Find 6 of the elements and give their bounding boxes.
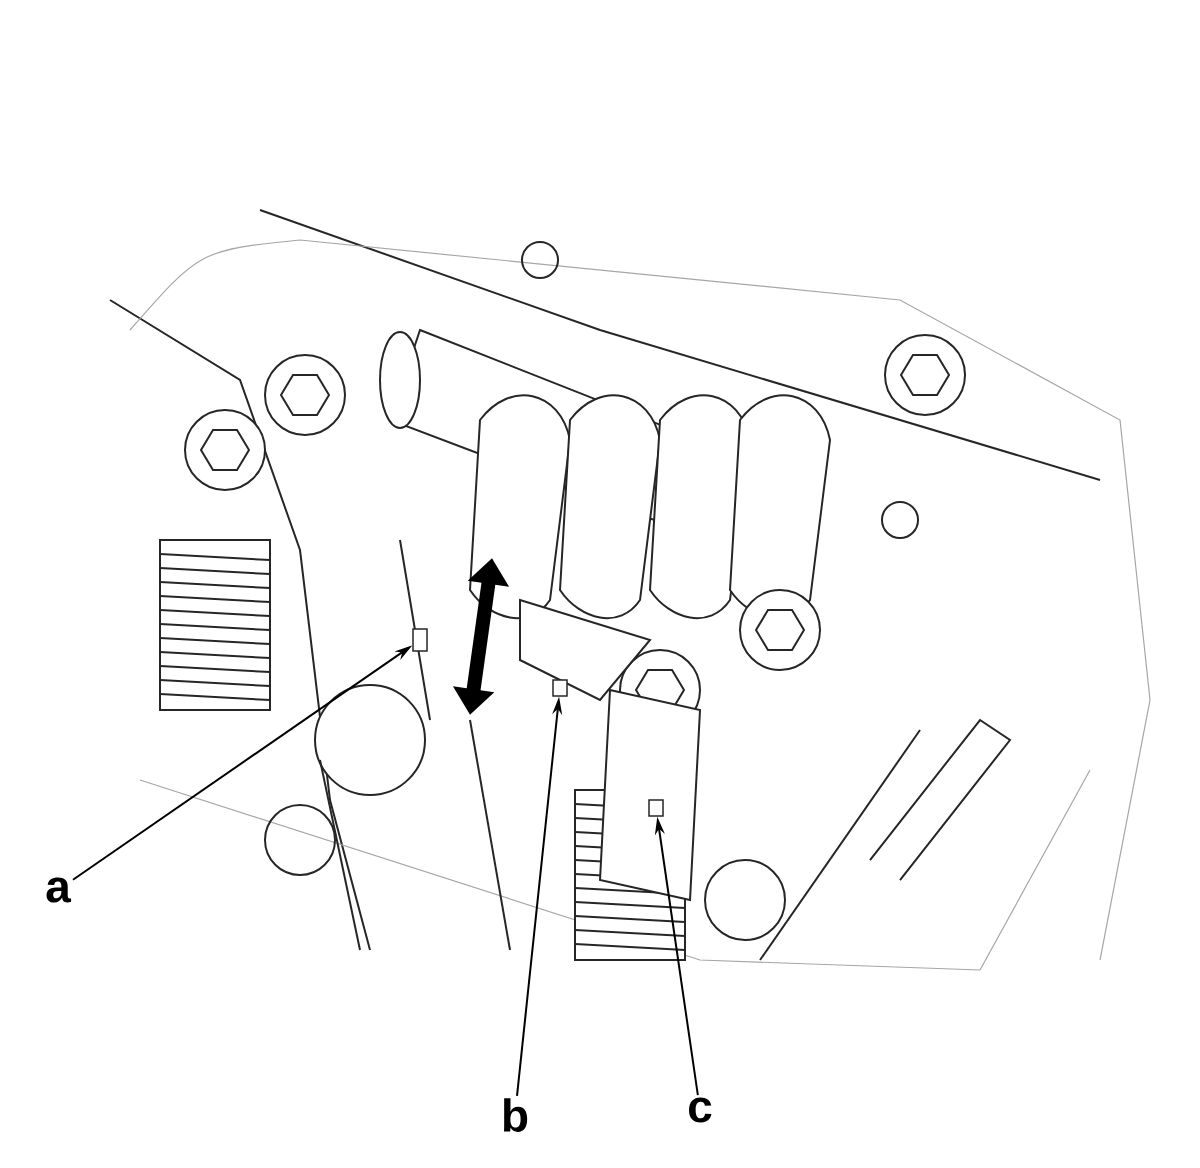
valve-part: [648, 799, 664, 817]
callout-letter: b: [504, 1098, 528, 1132]
callout-letter: a: [46, 877, 72, 903]
valve-part: [412, 628, 428, 652]
valve-part: [552, 679, 568, 697]
callout-letter: c: [689, 1097, 712, 1123]
